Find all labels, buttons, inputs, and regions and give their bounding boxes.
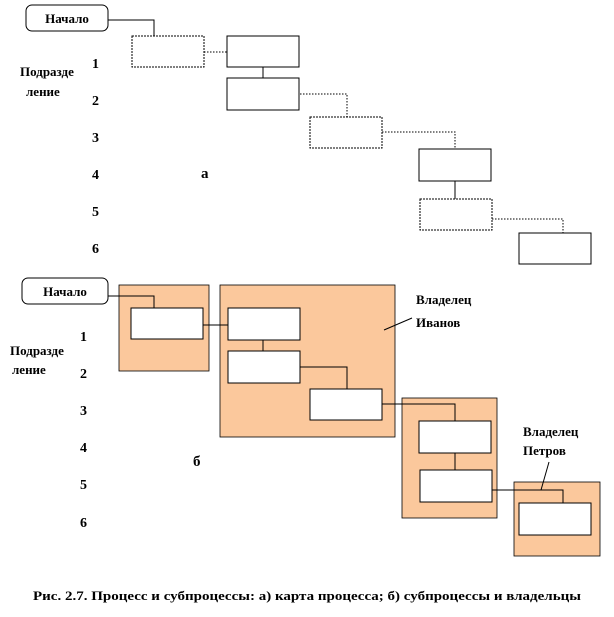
process-box-b7 [518, 502, 592, 536]
owner1-label-line2: Иванов [416, 315, 460, 330]
row-number-b: 4 [80, 441, 87, 456]
row-number-a: 3 [92, 131, 99, 146]
owner1-label-line1: Владелец [416, 292, 472, 307]
process-box-a1 [131, 35, 205, 68]
part-b-label: б [193, 454, 201, 470]
subprocesses-b: Начало Подразде ление 1 2 3 4 5 6 б Влад… [10, 277, 601, 557]
process-box-b1 [130, 307, 204, 340]
process-box-a3 [226, 77, 300, 111]
process-map-a: Начало Подразде ление 1 2 3 4 5 6 а [20, 4, 592, 265]
row-number-a: 4 [92, 168, 99, 183]
owner2-label-line1: Владелец [523, 424, 579, 439]
row-number-b: 6 [80, 516, 87, 531]
process-box-b4 [309, 388, 383, 421]
process-box-a7 [518, 232, 592, 265]
row-number-b: 3 [80, 404, 87, 419]
connectors-a [108, 19, 564, 233]
process-box-b5 [418, 420, 492, 454]
process-box-a2 [226, 35, 300, 68]
row-number-a: 6 [92, 242, 99, 257]
process-box-a4 [309, 116, 383, 149]
start-terminal-b [21, 277, 109, 305]
part-a-label: а [201, 166, 209, 182]
process-box-b3 [227, 350, 301, 384]
owner2-label-line2: Петров [523, 443, 566, 458]
dept-label-b-line1: Подразде [10, 343, 64, 358]
process-box-b2 [227, 307, 301, 341]
dept-label-b-line2: ление [12, 362, 46, 377]
row-number-b: 1 [80, 330, 87, 345]
start-label-a: Начало [45, 11, 89, 26]
process-box-a5 [418, 148, 492, 182]
row-number-a: 5 [92, 205, 99, 220]
process-box-b6 [419, 469, 493, 503]
row-number-a: 1 [92, 57, 99, 72]
figure-caption: Рис. 2.7. Процесс и субпроцессы: а) карт… [33, 588, 581, 603]
connectors-b [108, 295, 564, 503]
row-number-b: 2 [80, 367, 87, 382]
row-number-a: 2 [92, 94, 99, 109]
dept-label-a-line2: ление [26, 84, 60, 99]
dept-label-a-line1: Подразде [20, 64, 74, 79]
start-terminal-a [25, 4, 109, 32]
row-number-b: 5 [80, 478, 87, 493]
process-box-a6 [419, 198, 493, 231]
start-label-b: Начало [43, 284, 87, 299]
